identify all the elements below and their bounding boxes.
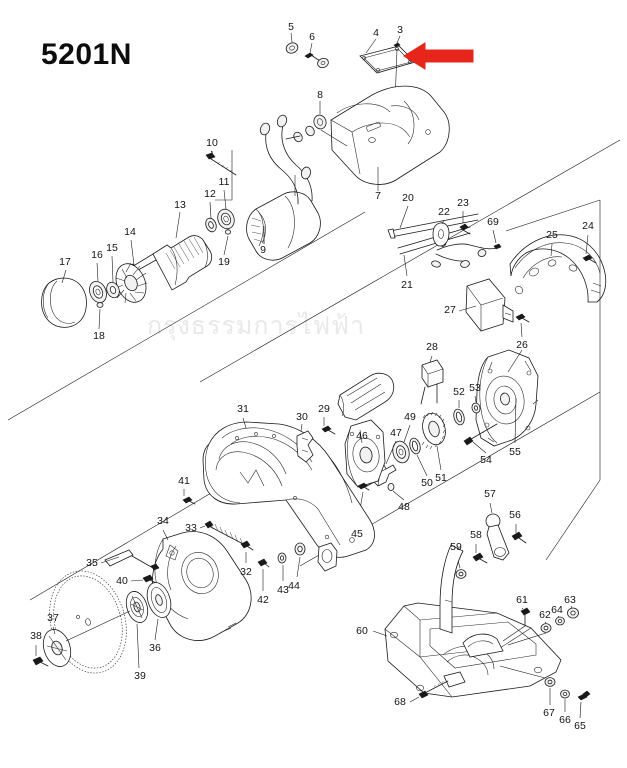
- part-callout-40: 40: [116, 575, 128, 587]
- part-callout-32: 32: [240, 566, 252, 578]
- part-callout-35: 35: [86, 557, 98, 569]
- part-callout-33: 33: [185, 522, 197, 534]
- part-callout-15: 15: [106, 242, 118, 254]
- part-callout-49: 49: [404, 411, 416, 423]
- page-title: 5201N: [41, 38, 132, 71]
- part-callout-67: 67: [543, 707, 555, 719]
- bearing-ring: [41, 277, 87, 328]
- part-callout-55: 55: [509, 446, 521, 458]
- part-callout-53: 53: [469, 382, 481, 394]
- part-callout-9: 9: [260, 244, 266, 256]
- part-group-handle-switch: [387, 205, 607, 405]
- blade-washer: [42, 629, 72, 667]
- part-callout-61: 61: [516, 594, 528, 606]
- part-callout-52: 52: [453, 386, 465, 398]
- part-callout-56: 56: [509, 509, 521, 521]
- spindle-flange: [344, 419, 386, 488]
- part-group-base-plate: [372, 199, 601, 719]
- part-callout-23: 23: [457, 197, 469, 209]
- part-callout-14: 14: [124, 226, 136, 238]
- part-callout-31: 31: [237, 403, 249, 415]
- part-callout-66: 66: [559, 714, 571, 726]
- part-callout-34: 34: [157, 515, 169, 527]
- part-callout-28: 28: [426, 341, 438, 353]
- part-callout-10: 10: [206, 137, 218, 149]
- part-callout-8: 8: [317, 89, 323, 101]
- part-group-field-coil: [246, 114, 321, 261]
- base-plate: [384, 544, 562, 698]
- part-callout-26: 26: [516, 339, 528, 351]
- part-callout-11: 11: [218, 176, 230, 188]
- part-callout-6: 6: [309, 31, 315, 43]
- part-group-armature: [41, 150, 237, 330]
- part-callout-59: 59: [450, 541, 462, 553]
- part-callout-13: 13: [174, 199, 186, 211]
- part-callout-47: 47: [390, 427, 402, 439]
- part-callout-65: 65: [574, 720, 586, 732]
- watermark-text: กรุงธรรมการไฟฟ้า: [147, 311, 365, 340]
- cooling-fan: [113, 262, 148, 304]
- inner-flange: [125, 591, 149, 623]
- outer-flange: [146, 582, 172, 618]
- part-callout-38: 38: [30, 630, 42, 642]
- part-callout-64: 64: [551, 604, 563, 616]
- part-callout-62: 62: [539, 609, 551, 621]
- part-group-gear-housing: [344, 349, 539, 528]
- part-callout-3: 3: [397, 24, 403, 36]
- part-callout-63: 63: [564, 594, 576, 606]
- part-callout-25: 25: [546, 229, 558, 241]
- return-spring: [204, 520, 246, 546]
- part-callout-5: 5: [288, 21, 294, 33]
- part-callout-4: 4: [373, 27, 379, 39]
- part-callout-17: 17: [59, 256, 71, 268]
- part-callout-48: 48: [398, 501, 410, 513]
- gear-case: [475, 349, 539, 447]
- part-callout-46: 46: [356, 430, 368, 442]
- part-callout-37: 37: [47, 612, 59, 624]
- part-callout-39: 39: [134, 670, 146, 682]
- part-callout-21: 21: [401, 279, 413, 291]
- part-callout-19: 19: [218, 256, 230, 268]
- part-callout-57: 57: [484, 488, 496, 500]
- part-callout-43: 43: [277, 584, 289, 596]
- spiral-gear: [421, 411, 446, 450]
- part-callout-42: 42: [257, 594, 269, 606]
- part-callout-16: 16: [91, 249, 103, 261]
- part-callout-27: 27: [444, 304, 456, 316]
- part-callout-7: 7: [375, 190, 381, 202]
- part-group-upper-guard: [182, 372, 395, 591]
- part-callout-29: 29: [318, 403, 330, 415]
- part-callout-60: 60: [356, 625, 368, 637]
- part-callout-18: 18: [93, 330, 105, 342]
- handle-cover: [509, 234, 607, 303]
- part-callout-12: 12: [204, 188, 216, 200]
- part-callout-30: 30: [296, 411, 308, 423]
- part-callout-58: 58: [470, 529, 482, 541]
- part-callout-24: 24: [582, 220, 594, 232]
- part-group-motor-housing: [285, 32, 450, 191]
- part-group-blade: [32, 529, 252, 674]
- part-callout-41: 41: [178, 475, 190, 487]
- part-callout-44: 44: [288, 580, 300, 592]
- part-callout-50: 50: [421, 477, 433, 489]
- part-callout-51: 51: [435, 472, 447, 484]
- part-callout-68: 68: [394, 696, 406, 708]
- part-callout-45: 45: [351, 528, 363, 540]
- part-callout-54: 54: [480, 454, 492, 466]
- part-callout-20: 20: [402, 192, 414, 204]
- bracket-lines: [215, 150, 296, 201]
- part-callout-36: 36: [149, 642, 161, 654]
- part-callout-22: 22: [438, 206, 450, 218]
- part-callout-69: 69: [487, 216, 499, 228]
